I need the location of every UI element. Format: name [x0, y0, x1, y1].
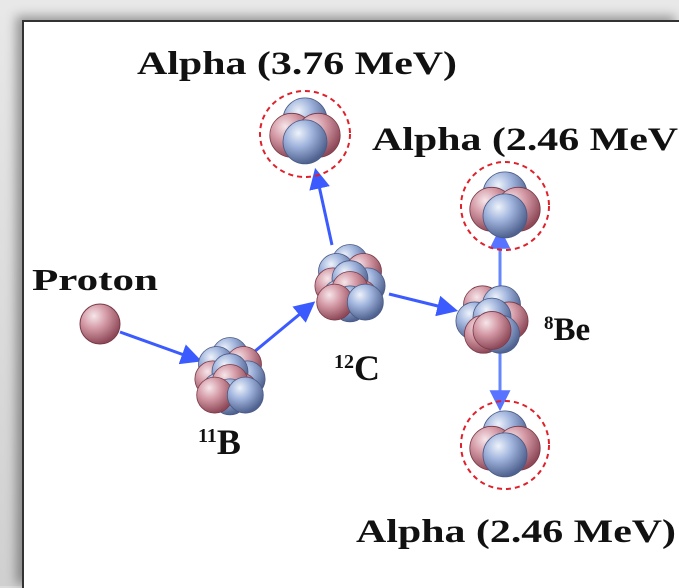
neutron-ball — [346, 283, 384, 321]
diagram-panel: Alpha (3.76 MeV) Alpha (2.46 MeV) Proton… — [22, 20, 679, 588]
reaction-arrows — [119, 167, 511, 412]
carbon-symbol: C — [354, 348, 380, 388]
arrow-carbon-to-alpha-top — [309, 167, 334, 246]
neutron-ball — [482, 432, 528, 478]
alpha-particle-upper-right — [469, 171, 541, 239]
alpha-bottom-dashed-ring — [460, 400, 550, 490]
arrow-proton-to-boron — [119, 330, 202, 365]
neutron-ball — [482, 193, 528, 239]
neutron-ball — [226, 376, 264, 414]
arrow-carbon-to-beryllium — [388, 292, 459, 317]
alpha-upper-right-label: Alpha (2.46 MeV) — [372, 122, 679, 158]
alpha-particle-bottom — [469, 410, 541, 478]
alpha-top-dashed-ring — [259, 90, 351, 178]
carbon-mass-number: 12 — [334, 351, 354, 373]
boron-mass-number: 11 — [198, 425, 217, 447]
beryllium-mass-number: 8 — [544, 313, 554, 334]
carbon-label: 12C — [334, 348, 380, 388]
beryllium-label: 8Be — [544, 312, 590, 348]
neutron-ball — [282, 119, 328, 165]
boron-symbol: B — [217, 422, 241, 462]
proton-label: Proton — [32, 262, 158, 297]
alpha-top-label: Alpha (3.76 MeV) — [137, 46, 457, 82]
boron-label: 11B — [198, 422, 241, 462]
arrow-boron-to-carbon — [253, 301, 316, 354]
alpha-particle-top — [269, 97, 341, 165]
beryllium-8-nucleus — [455, 285, 529, 354]
beryllium-symbol: Be — [554, 312, 591, 348]
reaction-diagram: Alpha (3.76 MeV) Alpha (2.46 MeV) Proton… — [32, 46, 679, 550]
boron-11-nucleus — [194, 337, 266, 416]
proton-particle — [79, 303, 121, 345]
alpha-upper-right-dashed-ring — [460, 161, 550, 251]
alpha-bottom-label: Alpha (2.46 MeV) — [356, 514, 676, 550]
proton-ball — [472, 311, 512, 350]
carbon-12-nucleus — [314, 244, 386, 323]
